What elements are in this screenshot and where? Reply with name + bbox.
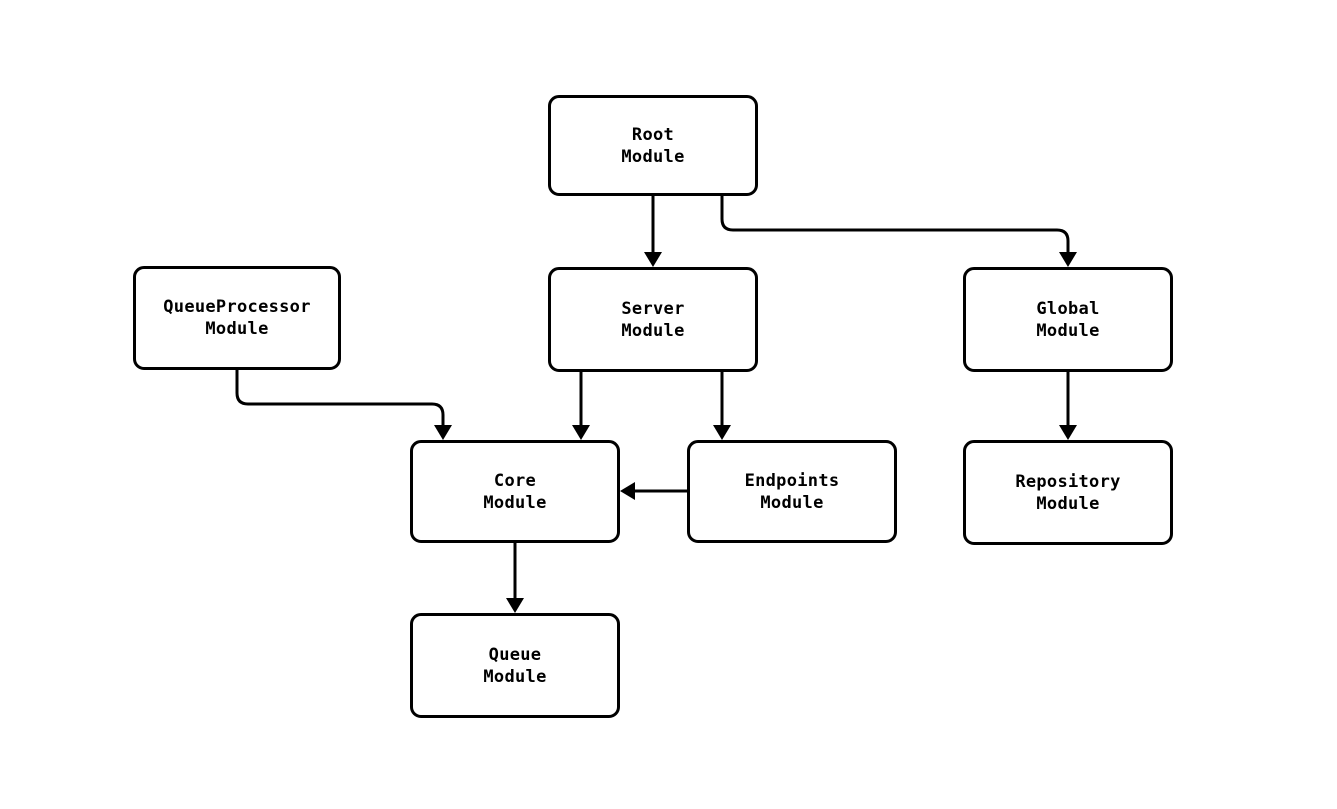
- edge-line: [720, 196, 1070, 252]
- arrowhead-icon: [1059, 425, 1077, 440]
- arrowhead-icon: [644, 252, 662, 267]
- arrowhead-icon: [713, 425, 731, 440]
- arrowhead-icon: [572, 425, 590, 440]
- edge-server-to-endpoints: [713, 372, 731, 440]
- edge-global-to-repository: [1059, 372, 1077, 440]
- arrowhead-icon: [434, 425, 452, 440]
- edge-server-to-core: [572, 372, 590, 440]
- arrowhead-icon: [620, 482, 635, 500]
- node-label-secondary: Module: [760, 492, 824, 513]
- node-label-secondary: Module: [621, 146, 685, 167]
- edge-root-to-global: [720, 196, 1077, 267]
- node-label-primary: Core: [493, 470, 537, 491]
- node-label-secondary: Module: [205, 319, 269, 339]
- node-label-primary: Root: [631, 124, 675, 145]
- node-label-primary: Repository: [1015, 471, 1121, 492]
- node-label-primary: QueueProcessor: [163, 297, 311, 317]
- arrowhead-icon: [506, 598, 524, 613]
- edge-root-to-server: [644, 196, 662, 267]
- node-label-secondary: Module: [1036, 320, 1100, 341]
- edge-core-to-queue: [506, 543, 524, 613]
- edge-line: [235, 370, 445, 425]
- node-label-primary: Endpoints: [744, 470, 840, 491]
- node-label-primary: Global: [1036, 298, 1100, 319]
- node-label-primary: Queue: [488, 644, 542, 665]
- node-label-secondary: Module: [483, 492, 547, 513]
- edge-queueprocessor-to-core: [235, 370, 452, 440]
- node-label-primary: Server: [621, 298, 685, 319]
- node-label-secondary: Module: [621, 320, 685, 341]
- node-label-secondary: Module: [1036, 493, 1100, 514]
- arrowhead-icon: [1059, 252, 1077, 267]
- edge-endpoints-to-core: [620, 482, 687, 500]
- node-label-secondary: Module: [483, 666, 547, 687]
